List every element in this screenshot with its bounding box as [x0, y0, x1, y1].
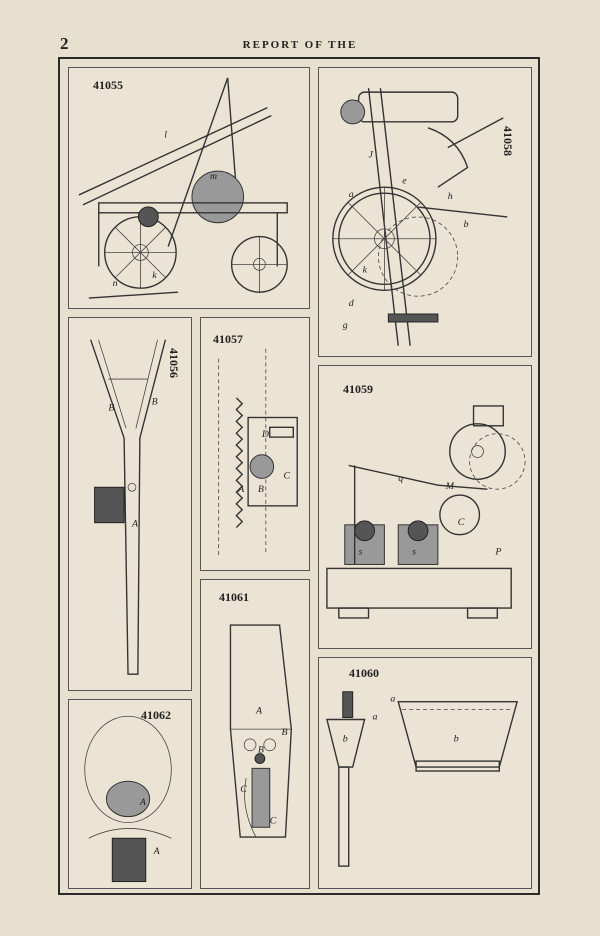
label: B: [282, 727, 288, 738]
label: B: [258, 484, 264, 495]
machine-drawing-41058: J a b d e h k g: [332, 88, 508, 346]
label: A: [131, 519, 139, 530]
illustration-frame: 41055 l m n k: [58, 57, 540, 895]
label: A: [237, 484, 245, 495]
label: k: [152, 270, 157, 281]
patent-41062: 41062 A A: [68, 699, 192, 889]
patent-41057: 41057 D C A B: [200, 317, 310, 571]
machine-drawing-41059: q M C P s s: [326, 405, 526, 619]
patent-number: 41061: [219, 590, 249, 604]
patent-number: 41059: [343, 382, 373, 396]
label: M: [445, 481, 455, 492]
page-number: 2: [60, 34, 69, 53]
label: A: [153, 846, 161, 857]
patent-number: 41057: [213, 332, 243, 346]
label: C: [240, 784, 247, 795]
label: s: [359, 547, 363, 558]
label: a: [390, 694, 395, 705]
label: B: [152, 397, 158, 408]
label: A: [255, 705, 263, 716]
label: e: [402, 175, 407, 186]
label: D: [261, 429, 269, 440]
label: a: [372, 712, 377, 723]
label: b: [343, 733, 348, 744]
patent-41055: 41055 l m n k: [68, 67, 310, 309]
label: m: [210, 171, 217, 182]
label: k: [363, 264, 368, 275]
label: g: [343, 320, 348, 331]
label: d: [349, 298, 354, 309]
patent-number: 41062: [141, 708, 171, 722]
patent-41058: 41058 J a b d e h k g: [318, 67, 532, 357]
hairnet-drawing-41062: A A: [84, 715, 172, 883]
label: q: [398, 473, 403, 484]
label: C: [270, 815, 277, 826]
label: C: [283, 470, 290, 481]
page-header: REPORT OF THE: [242, 39, 358, 51]
patent-number: 41060: [349, 666, 379, 680]
label: C: [458, 517, 465, 528]
patent-number: 41055: [93, 78, 123, 92]
mechanism-drawing-41057: D C A B: [218, 348, 298, 555]
tool-drawing-41056: B B A: [89, 339, 167, 675]
patent-41056: 41056 B B A: [68, 317, 192, 691]
label: n: [113, 278, 118, 289]
label: B: [258, 745, 264, 756]
label: A: [139, 797, 147, 808]
label: J: [369, 150, 374, 161]
label: s: [412, 547, 416, 558]
label: l: [164, 129, 167, 140]
label: b: [464, 219, 469, 230]
label: h: [448, 191, 453, 202]
vessel-drawing-41060: a a b b: [326, 691, 519, 867]
label: b: [454, 733, 459, 744]
label: P: [494, 547, 501, 558]
label: B: [108, 403, 114, 414]
device-drawing-41061: A B B C C: [229, 624, 293, 838]
machine-drawing-41055: l m n k: [78, 77, 288, 299]
patent-41061: 41061 A B B C C: [200, 579, 310, 889]
patent-41060: 41060 a a b b: [318, 657, 532, 889]
label: a: [349, 189, 354, 200]
patent-41059: 41059 q M C P s s: [318, 365, 532, 649]
